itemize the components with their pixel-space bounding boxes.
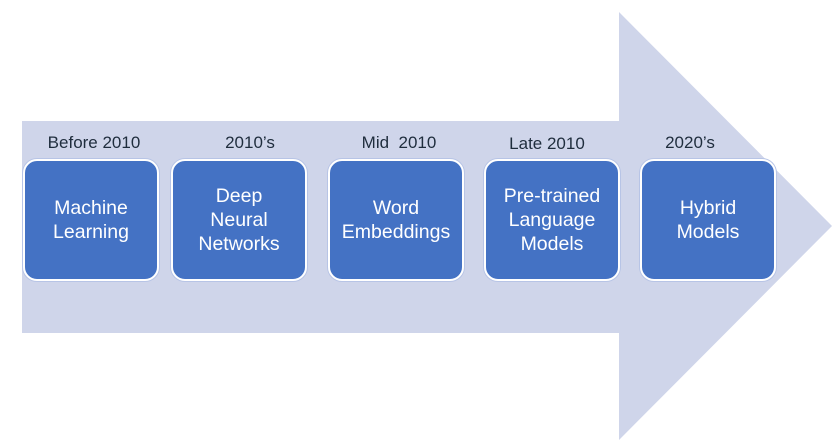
- stage-box-machine-learning: Machine Learning: [23, 159, 159, 281]
- period-label-2010s: 2010’s: [225, 133, 275, 152]
- stage-box-hybrid-models: Hybrid Models: [640, 159, 776, 281]
- period-label-before-2010: Before 2010: [47, 133, 141, 152]
- period-label-late-2010: Late 2010: [509, 134, 585, 153]
- period-label-2020s: 2020’s: [665, 133, 715, 152]
- stage-box-pre-trained-language-models: Pre-trained Language Models: [484, 159, 620, 281]
- period-label-mid-2010: Mid 2010: [361, 133, 437, 152]
- stage-box-word-embeddings: Word Embeddings: [328, 159, 464, 281]
- stage-box-deep-neural-networks: Deep Neural Networks: [171, 159, 307, 281]
